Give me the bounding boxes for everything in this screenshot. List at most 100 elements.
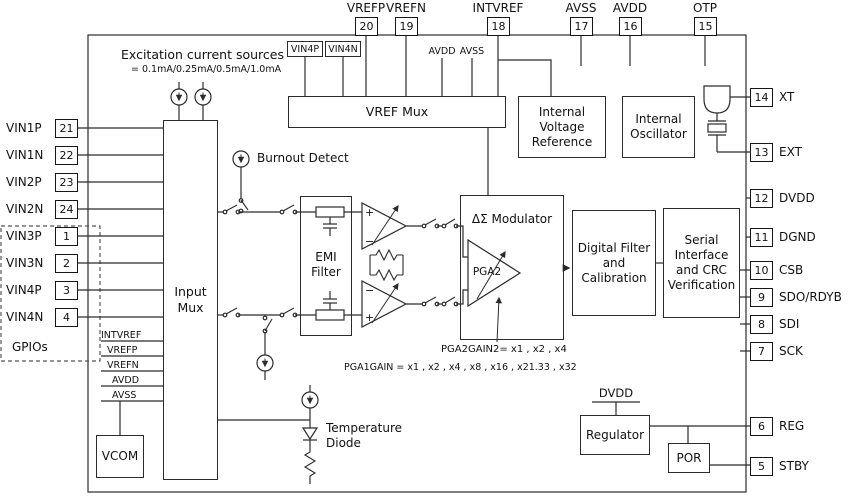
mux-input-avss: AVSS	[112, 390, 137, 401]
vrefmux-input-vin4p: VIN4P	[287, 41, 323, 57]
pin-label-dgnd: DGND	[779, 230, 816, 244]
signal-path-top	[218, 204, 362, 215]
pin-label-vin2n: VIN2N	[6, 202, 44, 216]
pin-label-vin3p: VIN3P	[6, 229, 42, 243]
pin-label-stby: STBY	[779, 459, 809, 473]
excitation-values: = 0.1mA/0.25mA/0.5mA/1.0mA	[131, 64, 282, 75]
pin-label-vin3n: VIN3N	[6, 256, 44, 270]
opamp2-minus-sign: −	[365, 284, 374, 297]
pin-number-11: 11	[750, 228, 773, 247]
vcom-block: VCOM	[96, 435, 144, 478]
pin-label-vin4n: VIN4N	[6, 310, 44, 324]
pin-number-2: 2	[55, 254, 78, 273]
pin-number-24: 24	[55, 200, 78, 219]
opamp1-minus-sign: −	[365, 235, 374, 248]
mux-reference-wires	[101, 340, 163, 435]
pin-number-3: 3	[55, 281, 78, 300]
left-pin-wires	[78, 127, 163, 318]
pin-number-21: 21	[55, 119, 78, 138]
signal-path-bottom	[218, 307, 362, 318]
delta-sigma-modulator-label: ΔΣ Modulator	[471, 212, 553, 226]
pin-number-13: 13	[750, 143, 773, 162]
pin-label-vin1n: VIN1N	[6, 148, 44, 162]
excitation-current-sources-symbol	[170, 82, 212, 120]
digital-filter-calibration-block: Digital Filter and Calibration	[572, 210, 656, 316]
pin-label-vrefn: VREFN	[385, 1, 426, 15]
pin-number-20: 20	[355, 17, 378, 36]
pin-number-19: 19	[395, 17, 418, 36]
pin-number-15: 15	[694, 17, 717, 36]
pin-label-sck: SCK	[779, 344, 803, 358]
input-mux-block: Input Mux	[163, 120, 218, 480]
pin-label-ext: EXT	[779, 145, 802, 159]
pin-number-12: 12	[750, 189, 773, 208]
temperature-diode-symbol	[218, 385, 319, 484]
vrefmux-input-vin4n: VIN4N	[325, 41, 361, 57]
pin-number-9: 9	[750, 288, 773, 307]
opamp1-plus-sign: +	[365, 206, 374, 219]
vrefmux-input-avss: AVSS	[459, 46, 485, 57]
mux-input-avdd: AVDD	[112, 375, 140, 386]
pin-label-avdd: AVDD	[612, 1, 648, 15]
pin-label-vrefp: VREFP	[346, 1, 386, 15]
pin-number-5: 5	[750, 457, 773, 476]
internal-oscillator-block: Internal Oscillator	[622, 96, 695, 158]
opamp2-plus-sign: +	[365, 311, 374, 324]
pin-label-dvdd: DVDD	[779, 191, 815, 205]
excitation-title: Excitation current sources	[121, 47, 284, 62]
burnout-detect-symbol	[232, 150, 274, 380]
dvdd-rail-label: DVDD	[598, 386, 634, 400]
internal-voltage-reference-block: Internal Voltage Reference	[518, 96, 606, 158]
pga-opamp-symbols: + − − +	[361, 202, 408, 328]
pin-label-sdi: SDI	[779, 317, 800, 331]
mux-input-vrefp: VREFP	[107, 345, 138, 356]
right-pin-wires	[592, 96, 750, 466]
pin-number-17: 17	[570, 17, 593, 36]
pin-number-6: 6	[750, 417, 773, 436]
vref-mux-block: VREF Mux	[288, 96, 506, 128]
delta-sigma-modulator-block	[460, 195, 564, 340]
regulator-block: Regulator	[580, 415, 650, 455]
pin-label-vin4p: VIN4P	[6, 283, 42, 297]
pin-number-10: 10	[750, 261, 773, 280]
modulator-input-switches	[406, 218, 468, 307]
burnout-detect-label: Burnout Detect	[257, 151, 349, 165]
pin-label-reg: REG	[779, 419, 805, 433]
por-block: POR	[668, 443, 710, 473]
top-pin-wires	[304, 35, 706, 195]
pin-label-avss: AVSS	[565, 1, 597, 15]
emi-filter-label: EMI Filter	[311, 250, 341, 279]
temperature-diode-label: Temperature Diode	[326, 421, 403, 450]
pin-number-16: 16	[619, 17, 642, 36]
emi-filter-block	[300, 196, 352, 336]
pga2-label: PGA2	[472, 266, 502, 278]
gpio-dashed-box	[0, 225, 101, 362]
pin-label-vin1p: VIN1P	[6, 121, 42, 135]
pin-label-otp: OTP	[692, 1, 717, 15]
pin-label-intvref: INTVREF	[472, 1, 524, 15]
pin-number-23: 23	[55, 173, 78, 192]
pin-number-22: 22	[55, 146, 78, 165]
pin-number-8: 8	[750, 315, 773, 334]
pin-label-vin2p: VIN2P	[6, 175, 42, 189]
mux-input-intvref: INTVREF	[101, 330, 142, 341]
pin-label-xt: XT	[779, 90, 795, 104]
mux-input-vrefn: VREFN	[107, 360, 139, 371]
gpio-group-label: GPIOs	[12, 340, 48, 354]
crystal-oscillator-symbol	[703, 85, 731, 152]
pin-number-1: 1	[55, 227, 78, 246]
pin-number-7: 7	[750, 342, 773, 361]
pin-number-14: 14	[750, 88, 773, 107]
emi-filter-components	[315, 206, 345, 321]
pga2-gain-annotation: PGA2GAIN2= x1 , x2 , x4	[441, 344, 567, 355]
vrefmux-input-avdd: AVDD	[428, 46, 456, 57]
serial-interface-crc-block: Serial Interface and CRC Verification	[663, 208, 740, 318]
digital-links	[562, 262, 663, 272]
pin-label-sdo-rdyb: SDO/RDYB	[779, 290, 842, 304]
pin-number-18: 18	[487, 17, 510, 36]
pga2-symbol	[467, 238, 522, 343]
pga1-gain-annotation: PGA1GAIN = x1 , x2 , x4 , x8 , x16 , x21…	[344, 362, 577, 373]
pin-label-csb: CSB	[779, 263, 804, 277]
